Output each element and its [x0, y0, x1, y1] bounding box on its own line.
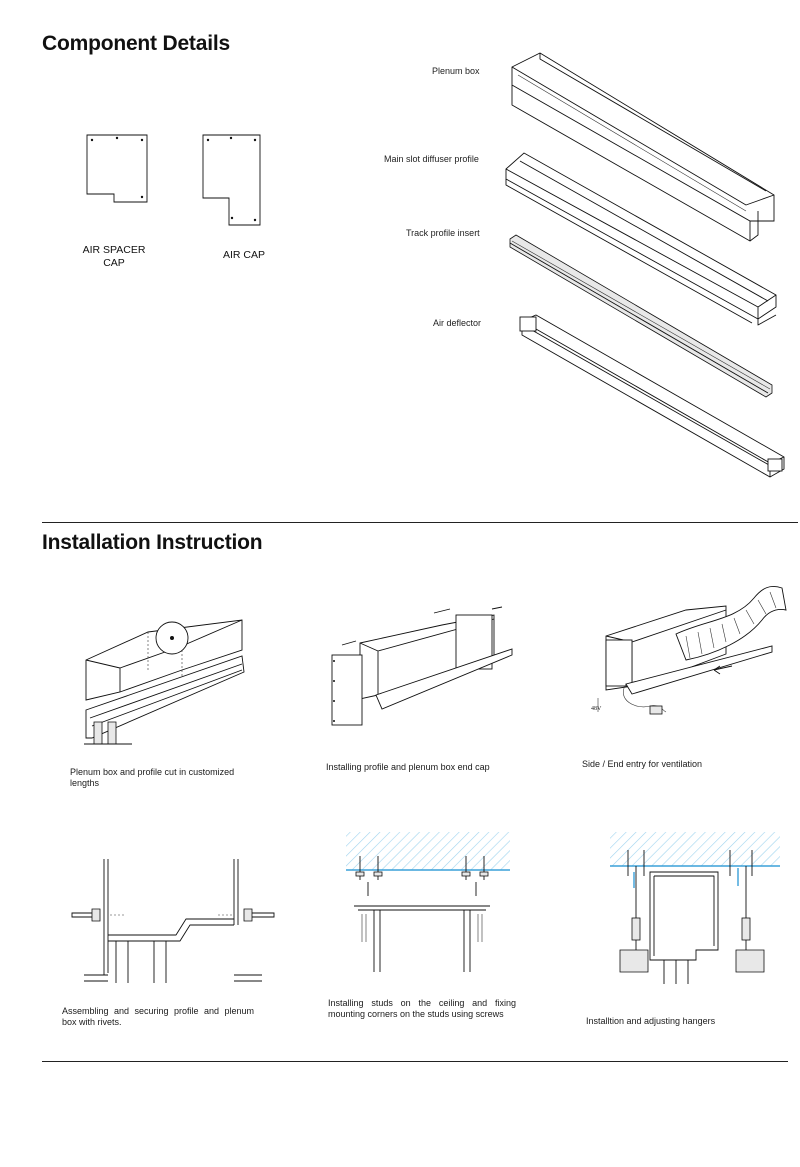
air-cap-drawing	[202, 134, 261, 226]
step2-endcap-drawing	[331, 606, 513, 726]
step2-caption: Installing profile and plenum box end ca…	[326, 762, 490, 772]
step3-side-entry-drawing	[597, 586, 787, 715]
air-spacer-cap-drawing	[86, 134, 148, 203]
step1-caption: Plenum box and profile cut in customized…	[70, 767, 235, 788]
step6-caption: Installtion and adjusting hangers	[586, 1016, 716, 1026]
step3-caption: Side / End entry for ventilation	[582, 759, 703, 769]
exploded-view-drawing	[505, 52, 785, 478]
main-slot-drawing	[505, 152, 777, 326]
section-title-installation: Installation Instruction	[42, 531, 263, 554]
air-cap-label: AIR CAP	[222, 249, 265, 261]
plenum-box-drawing	[511, 52, 775, 242]
step4-rivets-drawing	[71, 859, 275, 983]
section-divider	[42, 522, 798, 523]
section-title-component-details: Component Details	[42, 32, 230, 55]
voltage-label: 48V	[591, 706, 602, 712]
step1-cut-drawing	[84, 619, 245, 745]
air-deflector-drawing	[519, 314, 785, 478]
bottom-divider	[42, 1061, 788, 1062]
plenum-box-label: Plenum box	[432, 66, 480, 76]
step5-caption: Installing studs on the ceiling and fixi…	[328, 998, 516, 1019]
step5-studs-drawing	[346, 832, 510, 972]
track-insert-label: Track profile insert	[406, 228, 480, 238]
main-slot-label: Main slot diffuser profile	[384, 154, 479, 164]
step4-caption: Assembling and securing profile and plen…	[62, 1006, 254, 1027]
step6-hangers-drawing	[610, 832, 780, 984]
air-deflector-label: Air deflector	[433, 318, 482, 328]
track-insert-drawing	[509, 234, 773, 398]
air-spacer-cap-label: AIR SPACER CAP	[82, 244, 146, 269]
